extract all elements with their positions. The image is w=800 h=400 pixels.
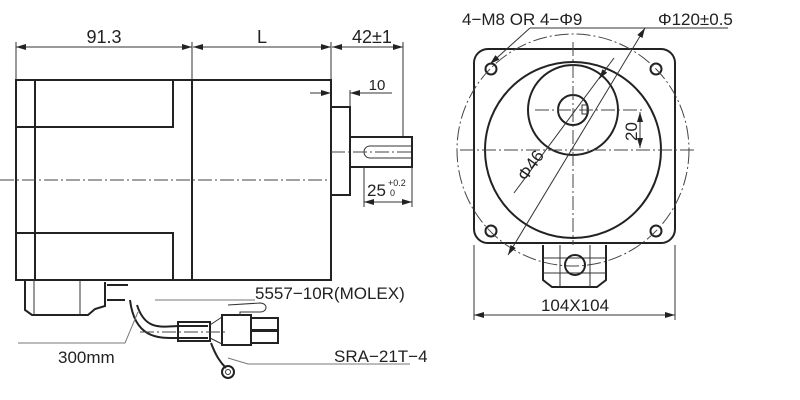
shaft-offset-label: 20 — [622, 122, 641, 141]
top-dimension-lines — [15, 42, 404, 138]
side-view: 91.3 L 42±1 10 25 +0.2 0 — [0, 27, 428, 379]
pcd-label: Φ120±0.5 — [658, 10, 733, 29]
motor-body — [0, 79, 332, 281]
dim-key-length: 25 — [367, 181, 386, 200]
cable-length-label: 300mm — [58, 348, 115, 367]
dim-shaft-length: 42±1 — [352, 27, 392, 47]
dim-gearbox-length: 91.3 — [86, 27, 121, 47]
flange-and-shaft — [310, 90, 413, 207]
dim-flange-thickness: 10 — [369, 77, 386, 94]
front-dimension-lines — [473, 27, 728, 320]
dim-key-tol-upper: +0.2 — [388, 178, 406, 188]
terminal-label: SRA−21T−4 — [334, 347, 428, 366]
front-view: 4−M8 OR 4−Φ9 Φ120±0.5 Φ46 20 104X104 — [456, 10, 733, 320]
dim-motor-length: L — [257, 27, 267, 47]
connector-label: 5557−10R(MOLEX) — [255, 284, 405, 303]
dim-key-tol-lower: 0 — [390, 188, 395, 198]
size-label: 104X104 — [541, 296, 609, 315]
cable-assembly — [24, 280, 279, 379]
pilot-diameter-label: Φ46 — [514, 147, 548, 185]
leader-lines — [18, 299, 410, 365]
holes-label: 4−M8 OR 4−Φ9 — [462, 10, 582, 29]
